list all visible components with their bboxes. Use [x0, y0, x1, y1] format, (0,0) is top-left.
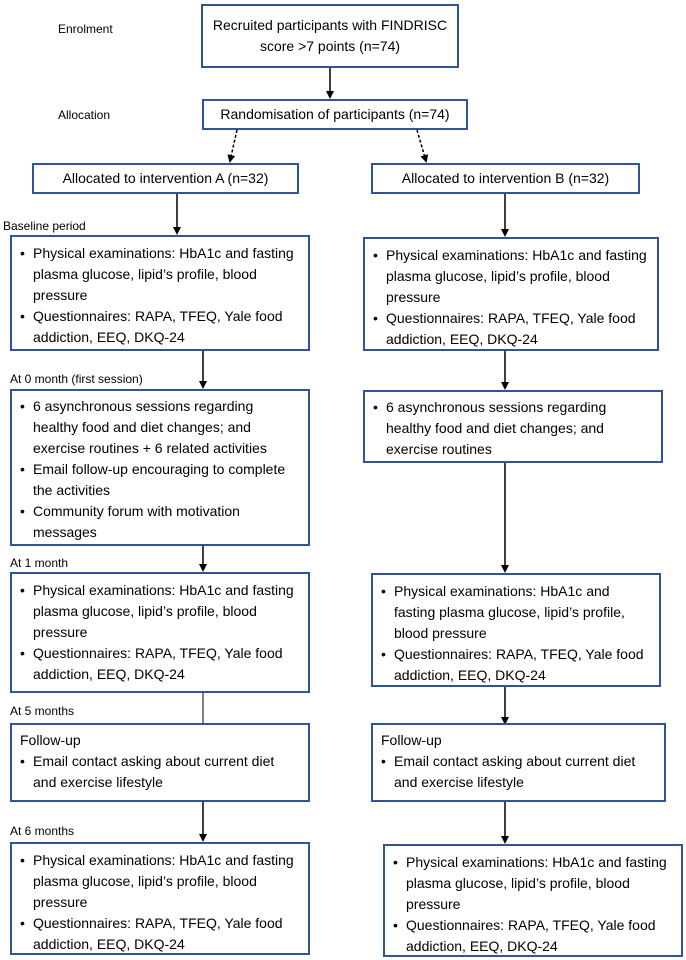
arm-b-followup-title: Follow-up [381, 732, 442, 748]
stage-label-month1: At 1 month [10, 556, 69, 570]
list-item: Community forum with motivation messages [20, 501, 300, 543]
randomisation-text: Randomisation of participants (n=74) [220, 106, 450, 122]
arrow-random-to-a [227, 129, 238, 163]
arm-b-month6-box: Physical examinations: HbA1c and fasting… [383, 844, 683, 957]
arm-a-followup-box: Follow-up Email contact asking about cur… [10, 723, 310, 802]
randomisation-box: Randomisation of participants (n=74) [202, 99, 468, 130]
arm-b-baseline-box: Physical examinations: HbA1c and fasting… [363, 237, 659, 351]
recruited-box: Recruited participants with FINDRISC sco… [201, 4, 459, 68]
arm-a-baseline-box: Physical examinations: HbA1c and fasting… [10, 235, 310, 351]
list-item: Physical examinations: HbA1c and fasting… [20, 243, 300, 306]
arm-b-allocated-box: Allocated to intervention B (n=32) [371, 163, 640, 194]
arm-b-followup-box: Follow-up Email contact asking about cur… [371, 723, 666, 802]
stage-label-month0: At 0 month (first session) [10, 372, 143, 386]
arm-a-allocated-text: Allocated to intervention A (n=32) [62, 170, 269, 186]
arm-a-followup-title: Follow-up [20, 732, 81, 748]
stage-label-enrolment: Enrolment [58, 22, 113, 36]
stage-label-allocation: Allocation [58, 108, 111, 122]
stage-label-month5: At 5 months [10, 704, 75, 718]
list-item: Email contact asking about current diet … [20, 751, 300, 793]
list-item: Questionnaires: RAPA, TFEQ, Yale food ad… [381, 644, 651, 685]
list-item: Questionnaires: RAPA, TFEQ, Yale food ad… [373, 308, 649, 349]
list-item: Physical examinations: HbA1c and fasting… [373, 245, 649, 308]
arm-a-month1-box: Physical examinations: HbA1c and fasting… [10, 572, 310, 693]
list-item: Physical examinations: HbA1c and fasting… [20, 850, 300, 913]
stage-label-baseline: Baseline period [3, 219, 86, 233]
list-item: Questionnaires: RAPA, TFEQ, Yale food ad… [393, 915, 673, 955]
arm-b-month1-box: Physical examinations: HbA1c and fasting… [371, 573, 661, 687]
arm-a-month6-box: Physical examinations: HbA1c and fasting… [10, 842, 310, 955]
arm-a-allocated-box: Allocated to intervention A (n=32) [32, 163, 299, 194]
list-item: 6 asynchronous sessions regarding health… [373, 397, 653, 460]
arrow-random-to-b [416, 129, 429, 163]
list-item: Physical examinations: HbA1c and fasting… [381, 581, 651, 644]
list-item: 6 asynchronous sessions regarding health… [20, 396, 300, 459]
list-item: Questionnaires: RAPA, TFEQ, Yale food ad… [20, 643, 300, 685]
list-item: Questionnaires: RAPA, TFEQ, Yale food ad… [20, 306, 300, 348]
recruited-text: Recruited participants with FINDRISC sco… [212, 17, 448, 54]
arm-a-sessions-box: 6 asynchronous sessions regarding health… [10, 389, 310, 546]
list-item: Physical examinations: HbA1c and fasting… [20, 580, 300, 643]
list-item: Email follow-up encouraging to complete … [20, 459, 300, 501]
list-item: Email contact asking about current diet … [381, 751, 656, 793]
stage-label-month6: At 6 months [10, 824, 75, 838]
arm-b-sessions-box: 6 asynchronous sessions regarding health… [363, 390, 663, 463]
list-item: Physical examinations: HbA1c and fasting… [393, 852, 673, 915]
arm-b-allocated-text: Allocated to intervention B (n=32) [401, 170, 610, 186]
list-item: Questionnaires: RAPA, TFEQ, Yale food ad… [20, 913, 300, 953]
